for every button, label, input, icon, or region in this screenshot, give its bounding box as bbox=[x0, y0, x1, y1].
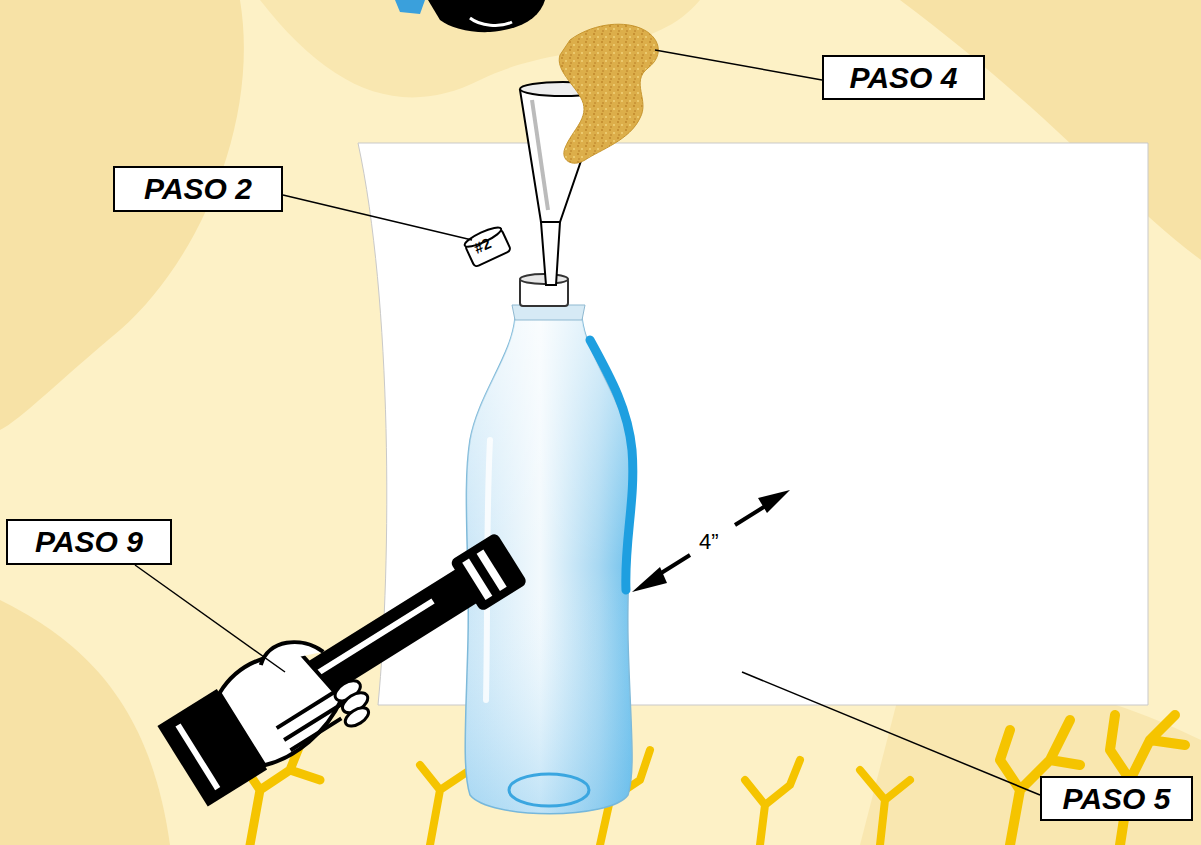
cap-number: #2 bbox=[472, 235, 493, 256]
dimension-arrow bbox=[632, 490, 790, 592]
callout-box: PASO 9 bbox=[6, 519, 172, 565]
sponge bbox=[559, 24, 658, 163]
callout-box: PASO 5 bbox=[1040, 776, 1193, 821]
step-label: PASO 5 bbox=[1063, 784, 1171, 814]
bottle-cap bbox=[463, 224, 512, 267]
hand-symbol bbox=[428, 0, 545, 32]
step-label: PASO 9 bbox=[35, 527, 143, 557]
leader-line bbox=[135, 50, 1040, 795]
bottle-cap bbox=[520, 274, 568, 306]
hand-sleeve bbox=[395, 0, 425, 14]
background-patch bbox=[0, 600, 170, 845]
step-label: PASO 4 bbox=[850, 63, 958, 93]
hand-detail bbox=[470, 18, 512, 25]
callout-box: PASO 4 bbox=[822, 55, 985, 100]
background-patch bbox=[0, 0, 244, 430]
dimension-label: 4” bbox=[699, 531, 719, 553]
step-label: PASO 2 bbox=[144, 174, 252, 204]
callout-box: PASO 2 bbox=[113, 166, 283, 212]
flashlight-hand bbox=[155, 515, 544, 815]
